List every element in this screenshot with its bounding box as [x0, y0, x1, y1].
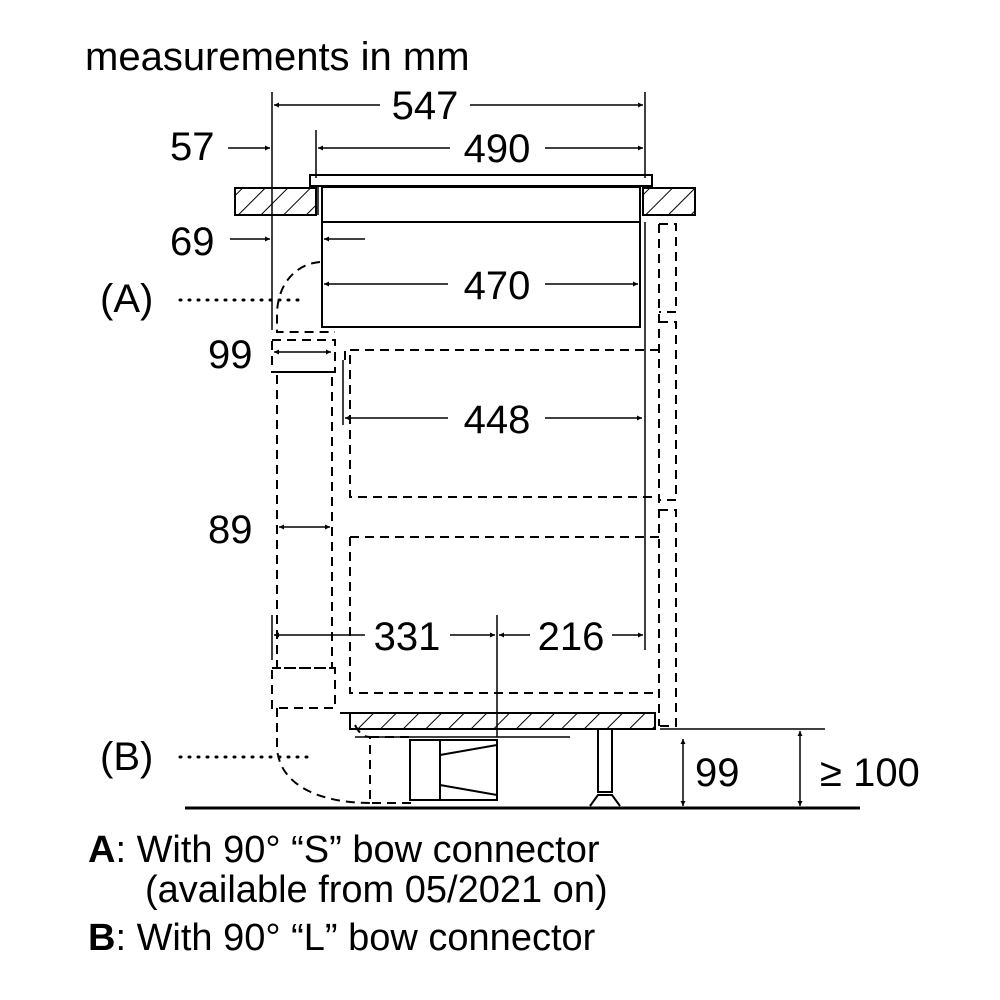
svg-text:99: 99 — [208, 333, 253, 377]
svg-text:216: 216 — [538, 615, 605, 659]
svg-text:470: 470 — [464, 264, 531, 308]
dim-490: 490 — [318, 127, 643, 171]
adjustable-foot — [589, 728, 621, 807]
svg-text:≥ 100: ≥ 100 — [820, 751, 920, 795]
dim-89: 89 — [208, 508, 330, 552]
legend-a: A: With 90° “S” bow connector — [88, 829, 600, 871]
cooktop — [309, 174, 653, 328]
legend-a-note: (available from 05/2021 on) — [145, 869, 608, 911]
svg-text:99: 99 — [695, 751, 740, 795]
svg-text:89: 89 — [208, 508, 253, 552]
dim-547: 547 — [274, 84, 643, 128]
rear-duct-dashed — [658, 223, 677, 727]
title: measurements in mm — [85, 35, 470, 79]
dim-216: 216 — [499, 615, 643, 659]
plinth-panel — [340, 712, 656, 730]
svg-text:547: 547 — [392, 84, 459, 128]
countertop — [234, 187, 696, 216]
dim-99-plinth: 99 — [680, 739, 740, 806]
svg-text:331: 331 — [374, 615, 441, 659]
dim-min-100: ≥ 100 — [797, 731, 920, 806]
svg-text:(A): (A) — [100, 277, 153, 321]
marker-b: (B) — [100, 735, 312, 779]
svg-text:490: 490 — [464, 127, 531, 171]
svg-text:(B): (B) — [100, 735, 153, 779]
dim-99-bow: 99 — [208, 333, 331, 377]
legend-b: B: With 90° “L” bow connector — [88, 917, 596, 959]
appliance-dashed — [344, 349, 660, 694]
svg-text:69: 69 — [170, 220, 215, 264]
l-bow-connector — [276, 708, 498, 804]
dim-69: 69 — [170, 220, 365, 264]
dim-448: 448 — [345, 398, 642, 442]
svg-text:448: 448 — [464, 398, 531, 442]
dim-331: 331 — [274, 615, 495, 659]
svg-text:57: 57 — [170, 125, 215, 169]
marker-a: (A) — [100, 277, 307, 321]
s-bow-connector — [271, 261, 336, 709]
dim-470: 470 — [324, 264, 638, 308]
dim-57: 57 — [170, 125, 270, 169]
legend: A: With 90° “S” bow connector (available… — [88, 829, 608, 959]
